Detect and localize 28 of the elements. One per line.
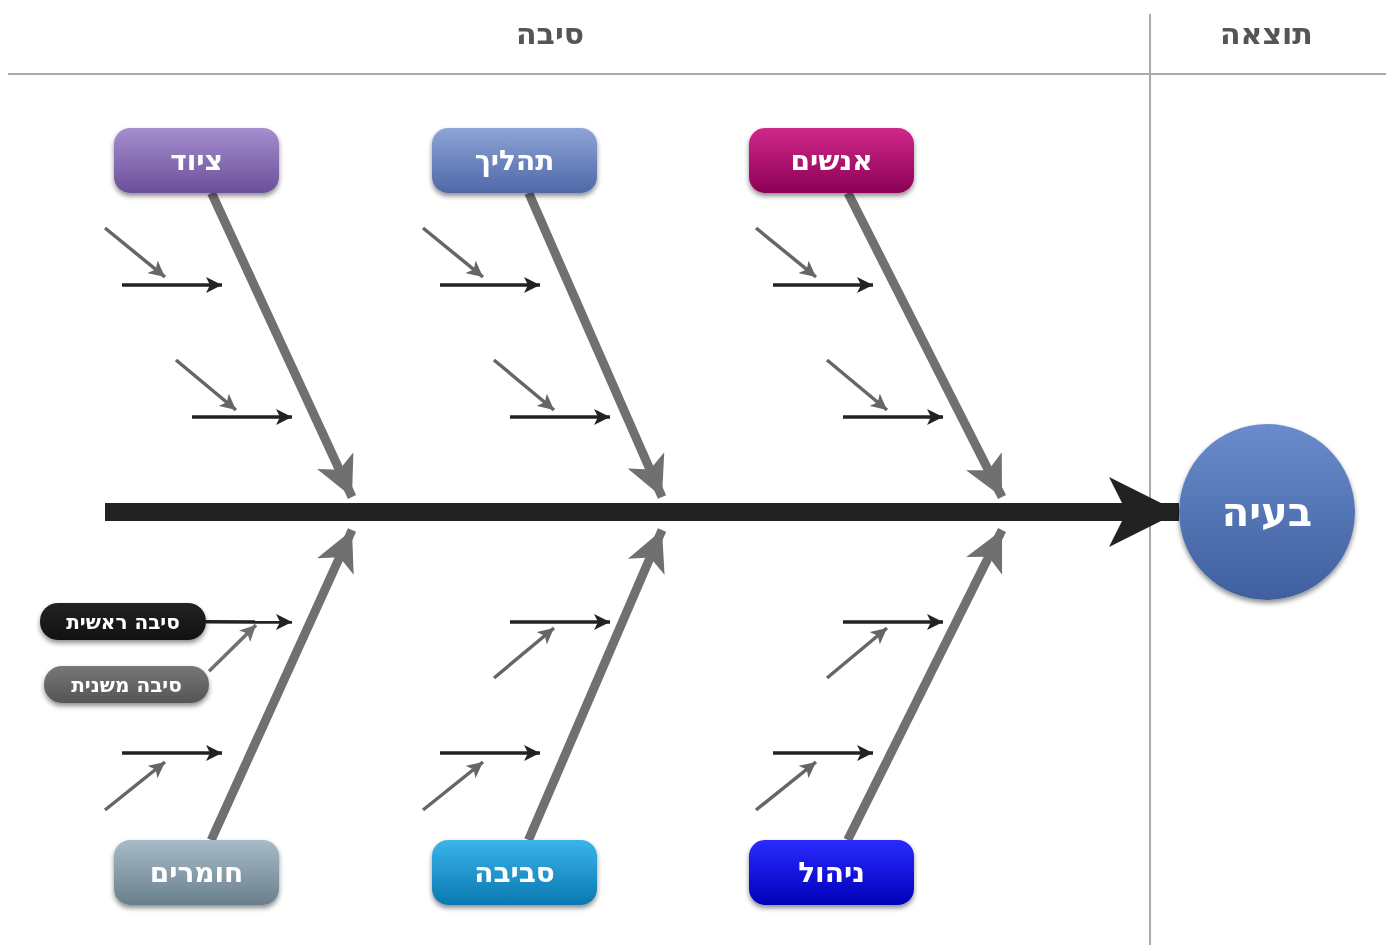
cause-pill — [40, 603, 206, 640]
category-label: אנשים — [790, 144, 873, 177]
category-box — [432, 128, 597, 193]
arrow — [843, 190, 1006, 500]
arrow — [524, 528, 667, 842]
spine-arrow — [105, 477, 1179, 547]
arrow — [207, 623, 258, 673]
category-label: סביבה — [474, 856, 555, 889]
arrow — [843, 528, 1007, 842]
category-label: ציוד — [170, 144, 223, 177]
category-box — [432, 840, 597, 905]
arrow — [524, 191, 667, 499]
column-header: תוצאה — [1220, 16, 1313, 51]
category-box — [749, 840, 914, 905]
category-label: תהליך — [474, 144, 555, 177]
arrow — [207, 528, 357, 842]
problem-label: בעיה — [1221, 489, 1313, 535]
category-box — [114, 840, 279, 905]
category-label: חומרים — [149, 856, 244, 889]
category-box — [749, 128, 914, 193]
cause-label: סיבה משנית — [71, 672, 182, 697]
category-label: ניהול — [798, 856, 865, 889]
category-box — [114, 128, 279, 193]
cause-pill — [44, 666, 209, 703]
cause-label: סיבה ראשית — [66, 609, 180, 634]
arrow — [206, 613, 292, 630]
arrow — [207, 191, 357, 499]
column-header: סיבה — [516, 16, 585, 51]
